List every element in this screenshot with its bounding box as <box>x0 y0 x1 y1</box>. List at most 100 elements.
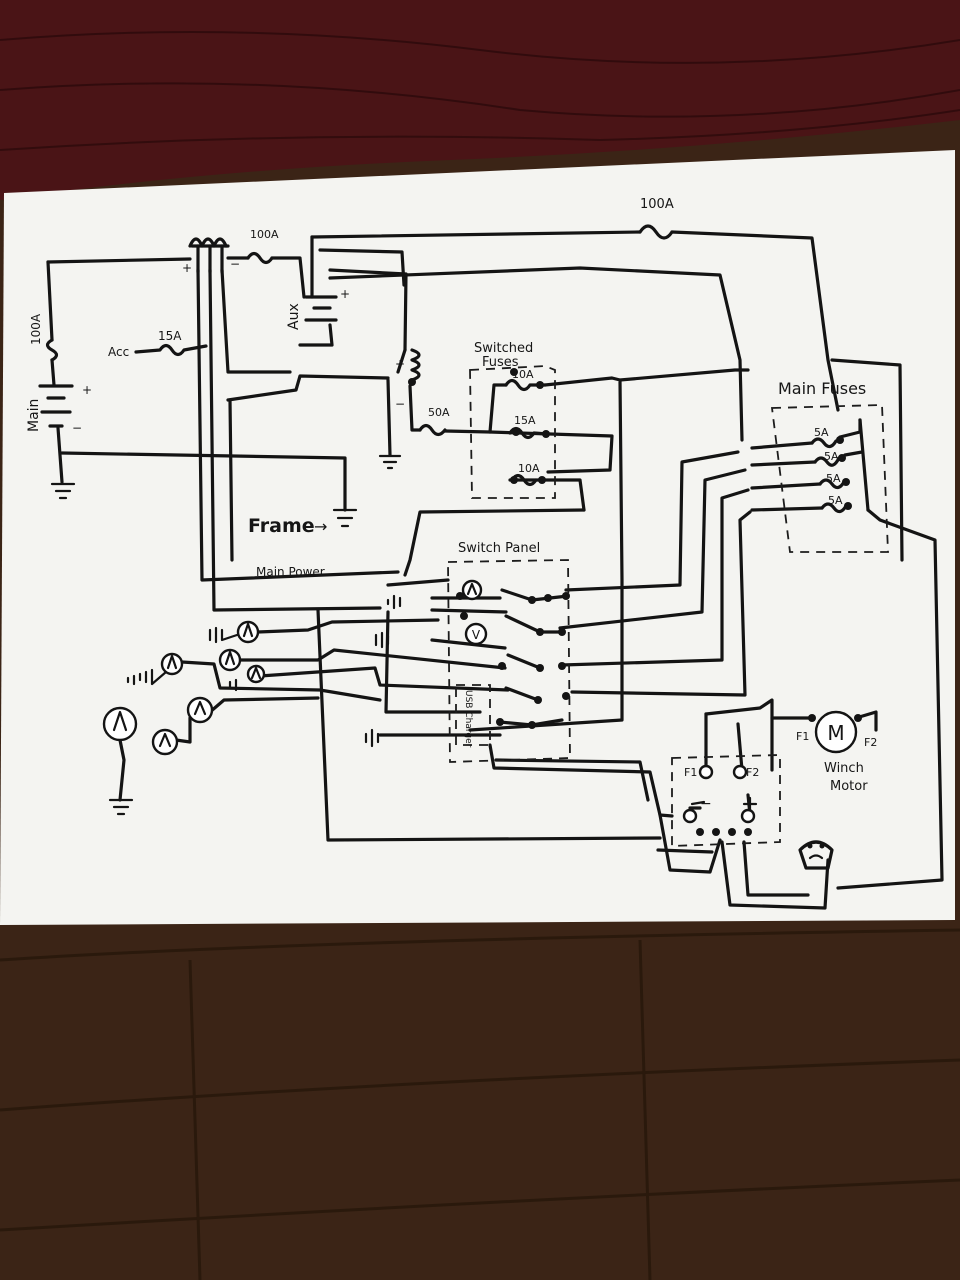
wire <box>403 508 586 577</box>
minus-sign: − <box>230 257 240 271</box>
main-fuse-label: 100A <box>29 313 43 345</box>
wire <box>564 450 740 592</box>
wire <box>508 478 586 512</box>
wire <box>46 260 54 342</box>
aux-battery-symbol <box>304 295 338 322</box>
main-fuse-label: 5A <box>826 472 841 485</box>
wire <box>858 418 870 512</box>
wire <box>658 813 722 874</box>
fuse-100a-right <box>638 224 674 240</box>
wire <box>506 653 542 670</box>
battery-plus-sign: + <box>82 383 92 397</box>
winch-relay-box <box>671 754 781 847</box>
battery-minus-sign: − <box>72 421 82 435</box>
main-fuse-label: 5A <box>828 494 843 507</box>
switched-fuse-label: 10A <box>512 368 534 381</box>
wire <box>500 588 534 602</box>
wire <box>750 482 822 490</box>
fuse-50a <box>418 423 447 437</box>
switched-fuses-title-1: Switched <box>474 341 533 356</box>
f1-label: F1 <box>796 730 809 743</box>
wire <box>430 608 508 614</box>
winch-motor-title-2: Motor <box>830 779 868 794</box>
relay-coil <box>410 348 421 382</box>
wire <box>836 508 944 890</box>
wire <box>118 738 126 802</box>
relay-plus-sign: + <box>395 357 405 371</box>
fuse-100a-top-label: 100A <box>250 228 279 241</box>
main-fuses-title: Main Fuses <box>778 379 866 398</box>
switched-fuses-box <box>469 365 556 499</box>
main-fuse <box>820 502 848 514</box>
contactor-icon <box>798 840 834 870</box>
wire <box>316 608 662 842</box>
aux-battery-label: Aux <box>286 303 302 330</box>
wire <box>530 718 564 727</box>
lamp-icon <box>461 579 483 601</box>
wire <box>270 256 306 299</box>
wire <box>328 266 744 442</box>
winch-motor-title-1: Winch <box>824 761 864 776</box>
wire <box>494 758 650 802</box>
lamp-grounds <box>126 594 402 748</box>
wire <box>488 383 508 434</box>
switched-fuse-label: 10A <box>518 462 540 475</box>
switch-panel-title: Switch Panel <box>458 541 540 556</box>
wire <box>174 716 192 744</box>
switch-contacts <box>408 368 852 729</box>
wire <box>670 230 840 412</box>
carpet-background <box>0 0 960 200</box>
wire <box>618 368 750 382</box>
usb-charger-box <box>455 684 491 746</box>
ground-symbol <box>108 798 134 816</box>
carpet-texture <box>0 31 960 151</box>
acc-label: Acc <box>108 345 129 359</box>
f2-label: F2 <box>864 736 877 749</box>
main-battery-label: Main <box>26 399 42 432</box>
fuse-100a-right-label: 100A <box>640 197 674 212</box>
ground-symbol <box>378 454 402 470</box>
winch-minus-sign: − <box>700 796 712 812</box>
frame-arrow: → <box>314 517 327 536</box>
paper-sheet <box>0 150 955 925</box>
voltmeter-icon: V <box>464 622 488 646</box>
main-fuse <box>813 456 841 467</box>
acc-fuse-label: 15A <box>158 329 182 343</box>
wire <box>386 578 450 587</box>
wire <box>298 323 334 347</box>
wire <box>430 638 507 650</box>
wire <box>736 722 744 772</box>
wire <box>704 698 774 772</box>
lamp-icon <box>160 652 184 676</box>
switched-fuse-label: 15A <box>514 414 536 427</box>
lamp-icon <box>151 728 179 756</box>
fuse-50a-label: 50A <box>428 406 450 419</box>
f2-terminal-label: F2 <box>746 766 759 779</box>
wire <box>220 268 292 374</box>
wire <box>854 710 878 732</box>
wire <box>750 460 817 467</box>
wire <box>50 358 56 387</box>
switch-panel-box <box>447 559 571 763</box>
lamp-icon <box>186 696 214 724</box>
wire <box>258 666 510 692</box>
winch-motor-icon: M <box>808 710 862 754</box>
wire <box>843 450 864 457</box>
wire <box>468 376 624 732</box>
plus-sign: + <box>182 261 192 275</box>
main-fuse <box>810 437 838 449</box>
lamp-icon <box>246 664 266 684</box>
fuse-100a-top <box>246 251 274 265</box>
fuse-15a-acc <box>134 343 208 357</box>
ground-symbol <box>332 508 358 528</box>
wire <box>46 257 192 264</box>
wire <box>656 848 714 854</box>
main-power-label: Main Power <box>256 565 325 579</box>
wire <box>196 268 400 582</box>
main-fuse <box>818 478 846 490</box>
aux-plus-sign: + <box>340 287 350 301</box>
wire <box>830 358 904 562</box>
wire <box>228 398 234 562</box>
f1-terminal-label: F1 <box>684 766 697 779</box>
isolator-coil <box>188 237 228 248</box>
